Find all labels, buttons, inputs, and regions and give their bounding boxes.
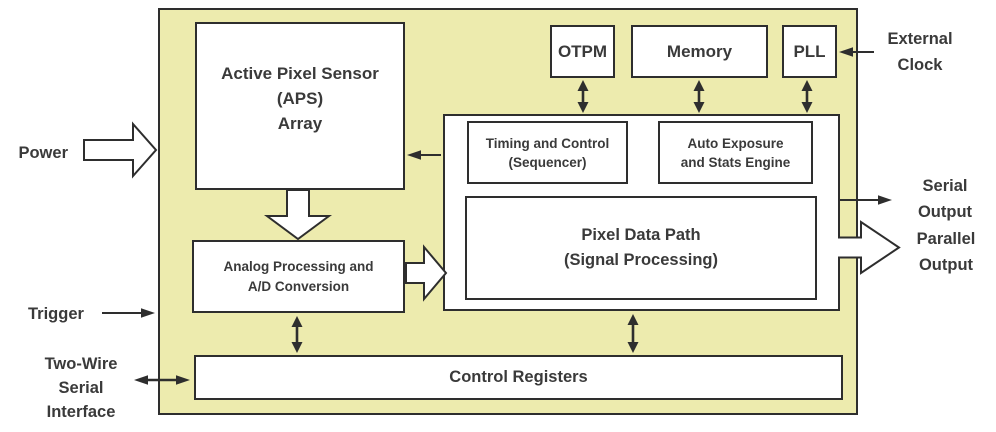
block-auto-exposure: Auto Exposure and Stats Engine [658, 121, 813, 184]
block-otpm: OTPM [550, 25, 615, 78]
block-aps-array-label: Active Pixel Sensor (APS) Array [221, 63, 379, 133]
block-memory-label: Memory [666, 41, 733, 61]
block-pixel-data-path-label: Pixel Data Path (Signal Processing) [563, 226, 719, 269]
power-arrow-icon [83, 121, 158, 179]
block-memory: Memory [631, 25, 768, 78]
block-control-registers: Control Registers [194, 355, 843, 400]
external-clock-label: External Clock [887, 30, 953, 74]
trigger-label: Trigger [28, 305, 84, 323]
block-analog-processing: Analog Processing and A/D Conversion [192, 240, 405, 313]
serial-output-label: Serial Output [917, 177, 973, 221]
block-pll-label: PLL [793, 41, 826, 61]
block-analog-processing-label: Analog Processing and A/D Conversion [223, 258, 374, 294]
block-aps-array: Active Pixel Sensor (APS) Array [195, 22, 405, 190]
block-pll: PLL [782, 25, 837, 78]
two-wire-serial-interface-label: Two-Wire Serial Interface [44, 355, 118, 421]
block-control-registers-label: Control Registers [449, 368, 588, 386]
block-pixel-data-path: Pixel Data Path (Signal Processing) [465, 196, 817, 300]
parallel-output-label: Parallel Output [916, 230, 976, 274]
power-label: Power [18, 144, 68, 162]
block-auto-exposure-label: Auto Exposure and Stats Engine [680, 135, 791, 170]
block-timing-control-label: Timing and Control (Sequencer) [485, 135, 610, 170]
trigger-arrow-icon [102, 308, 155, 318]
block-timing-control: Timing and Control (Sequencer) [467, 121, 628, 184]
block-otpm-label: OTPM [557, 41, 608, 61]
